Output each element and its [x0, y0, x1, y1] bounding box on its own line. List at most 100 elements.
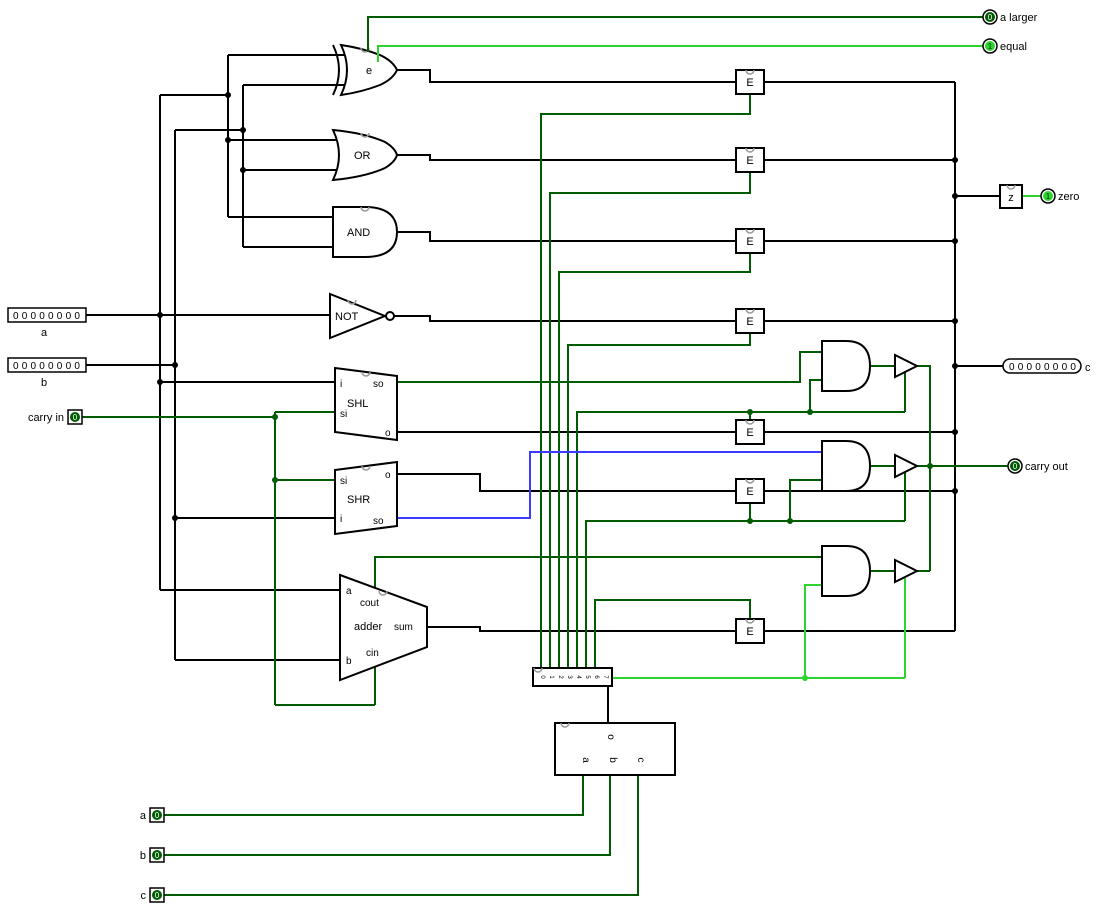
decoder-out-7-label: 7 [602, 675, 608, 679]
bit-combiner[interactable]: o a b c [554, 722, 676, 776]
decoder-out-5-label: 5 [584, 675, 590, 679]
sel-c-value: 0 [155, 891, 160, 900]
carry-in-pin[interactable]: 0 [67, 409, 83, 425]
input-b-label: b [41, 377, 47, 389]
sel-c-label: c [141, 890, 147, 902]
decoder[interactable]: 0 1 2 3 4 5 6 7 [532, 667, 613, 687]
enabler-e-7[interactable]: E [735, 618, 765, 644]
combiner-pin-b-label: b [607, 757, 618, 763]
input-pin-b-8bit[interactable]: 00000000 [7, 357, 87, 373]
equal-label: equal [1000, 41, 1027, 53]
adder[interactable]: a cout adder sum b cin [339, 573, 428, 682]
shl-label: SHL [347, 398, 368, 410]
adder-pin-cin-label: cin [366, 648, 379, 659]
shl-pin-o-label: o [385, 428, 391, 439]
carry-out-label: carry out [1025, 461, 1068, 473]
floating-wire [397, 451, 822, 519]
enabler-e-2[interactable]: E [735, 147, 765, 173]
tri-state-buffer-3[interactable] [894, 558, 920, 584]
enabler-e-4[interactable]: E [735, 308, 765, 334]
input-a-label: a [41, 327, 48, 339]
carry-and-gate-2[interactable] [821, 440, 872, 492]
output-pin-c-8bit: 00000000 [1002, 358, 1082, 374]
a-larger-value: 0 [988, 13, 993, 22]
adder-pin-b-label: b [346, 656, 352, 667]
output-pin-equal: 1 [982, 38, 998, 54]
decoder-out-2-label: 2 [557, 675, 563, 679]
comparator-output-wires [367, 16, 983, 62]
or-gate[interactable]: OR [331, 128, 399, 182]
equality-gate[interactable]: e [332, 43, 399, 97]
enabler-e-6-label: E [746, 486, 753, 498]
enabler-e-3[interactable]: E [735, 228, 765, 254]
output-c-value: 00000000 [1009, 362, 1079, 373]
adder-label: adder [354, 621, 382, 633]
shr-pin-o-label: o [385, 470, 391, 481]
carry-in-label: carry in [28, 412, 64, 424]
shl-pin-so-label: so [373, 379, 384, 390]
input-pin-a[interactable]: 0 [149, 807, 165, 823]
sel-b-value: 0 [155, 851, 160, 860]
wire-junctions [157, 92, 958, 681]
carry-and-gate-3[interactable] [821, 545, 872, 597]
or-gate-label: OR [354, 150, 371, 162]
enabler-e-5-label: E [746, 427, 753, 439]
combiner-pin-c-label: c [635, 758, 646, 763]
bus-wires [86, 54, 1003, 723]
a-larger-label: a larger [1000, 12, 1038, 24]
output-pin-a-larger: 0 [982, 9, 998, 25]
input-a-value: 00000000 [13, 311, 83, 322]
enabler-e-4-label: E [746, 316, 753, 328]
shl-pin-si-label: si [340, 409, 347, 420]
input-pin-a-8bit[interactable]: 00000000 [7, 307, 87, 323]
output-c-label: c [1085, 362, 1091, 374]
carry-out-value: 0 [1013, 462, 1018, 471]
decoder-out-3-label: 3 [566, 675, 572, 679]
equality-gate-label: e [366, 65, 372, 77]
and-gate[interactable]: AND [332, 206, 399, 258]
enabler-e-2-label: E [746, 155, 753, 167]
zero-value: 1 [1046, 192, 1051, 201]
enabler-e-1[interactable]: E [735, 69, 765, 95]
output-pin-zero: 1 [1040, 188, 1056, 204]
decoder-out-0-label: 0 [539, 675, 545, 679]
output-pin-carry-out: 0 [1007, 458, 1023, 474]
carry-and-gate-1[interactable] [821, 340, 872, 392]
control-wires-low [82, 94, 1008, 896]
sel-a-label: a [140, 810, 147, 822]
input-b-value: 00000000 [13, 361, 83, 372]
enabler-e-3-label: E [746, 236, 753, 248]
enabler-e-6[interactable]: E [735, 478, 765, 504]
shr-pin-si-label: si [340, 476, 347, 487]
enabler-e-7-label: E [746, 626, 753, 638]
sel-a-value: 0 [155, 811, 160, 820]
sel-b-label: b [140, 850, 146, 862]
adder-pin-a-label: a [346, 586, 352, 597]
zero-detector[interactable]: z [999, 184, 1023, 209]
shl-shifter[interactable]: i so SHL si o [334, 366, 398, 442]
equal-value: 1 [988, 42, 993, 51]
shr-label: SHR [347, 494, 370, 506]
combiner-pin-a-label: a [580, 757, 591, 763]
carry-in-value: 0 [73, 413, 78, 422]
adder-pin-cout-label: cout [360, 598, 379, 609]
shr-pin-so-label: so [373, 516, 384, 527]
input-pin-b[interactable]: 0 [149, 847, 165, 863]
tri-state-buffer-2[interactable] [894, 453, 920, 479]
zero-detector-label: z [1008, 192, 1014, 204]
select-wire-active [612, 195, 1041, 679]
not-gate[interactable]: NOT [329, 292, 395, 340]
tri-state-buffer-1[interactable] [894, 353, 920, 379]
zero-label: zero [1058, 191, 1079, 203]
shr-shifter[interactable]: si o SHR i so [334, 460, 398, 536]
combiner-pin-o-label: o [605, 734, 616, 740]
not-gate-label: NOT [335, 311, 359, 323]
adder-pin-sum-label: sum [394, 622, 413, 633]
enabler-e-1-label: E [746, 77, 753, 89]
decoder-out-1-label: 1 [548, 675, 554, 679]
shr-pin-i-label: i [340, 514, 342, 525]
decoder-out-6-label: 6 [593, 675, 599, 679]
input-pin-c[interactable]: 0 [149, 887, 165, 903]
decoder-out-4-label: 4 [575, 675, 581, 679]
enabler-e-5[interactable]: E [735, 419, 765, 445]
